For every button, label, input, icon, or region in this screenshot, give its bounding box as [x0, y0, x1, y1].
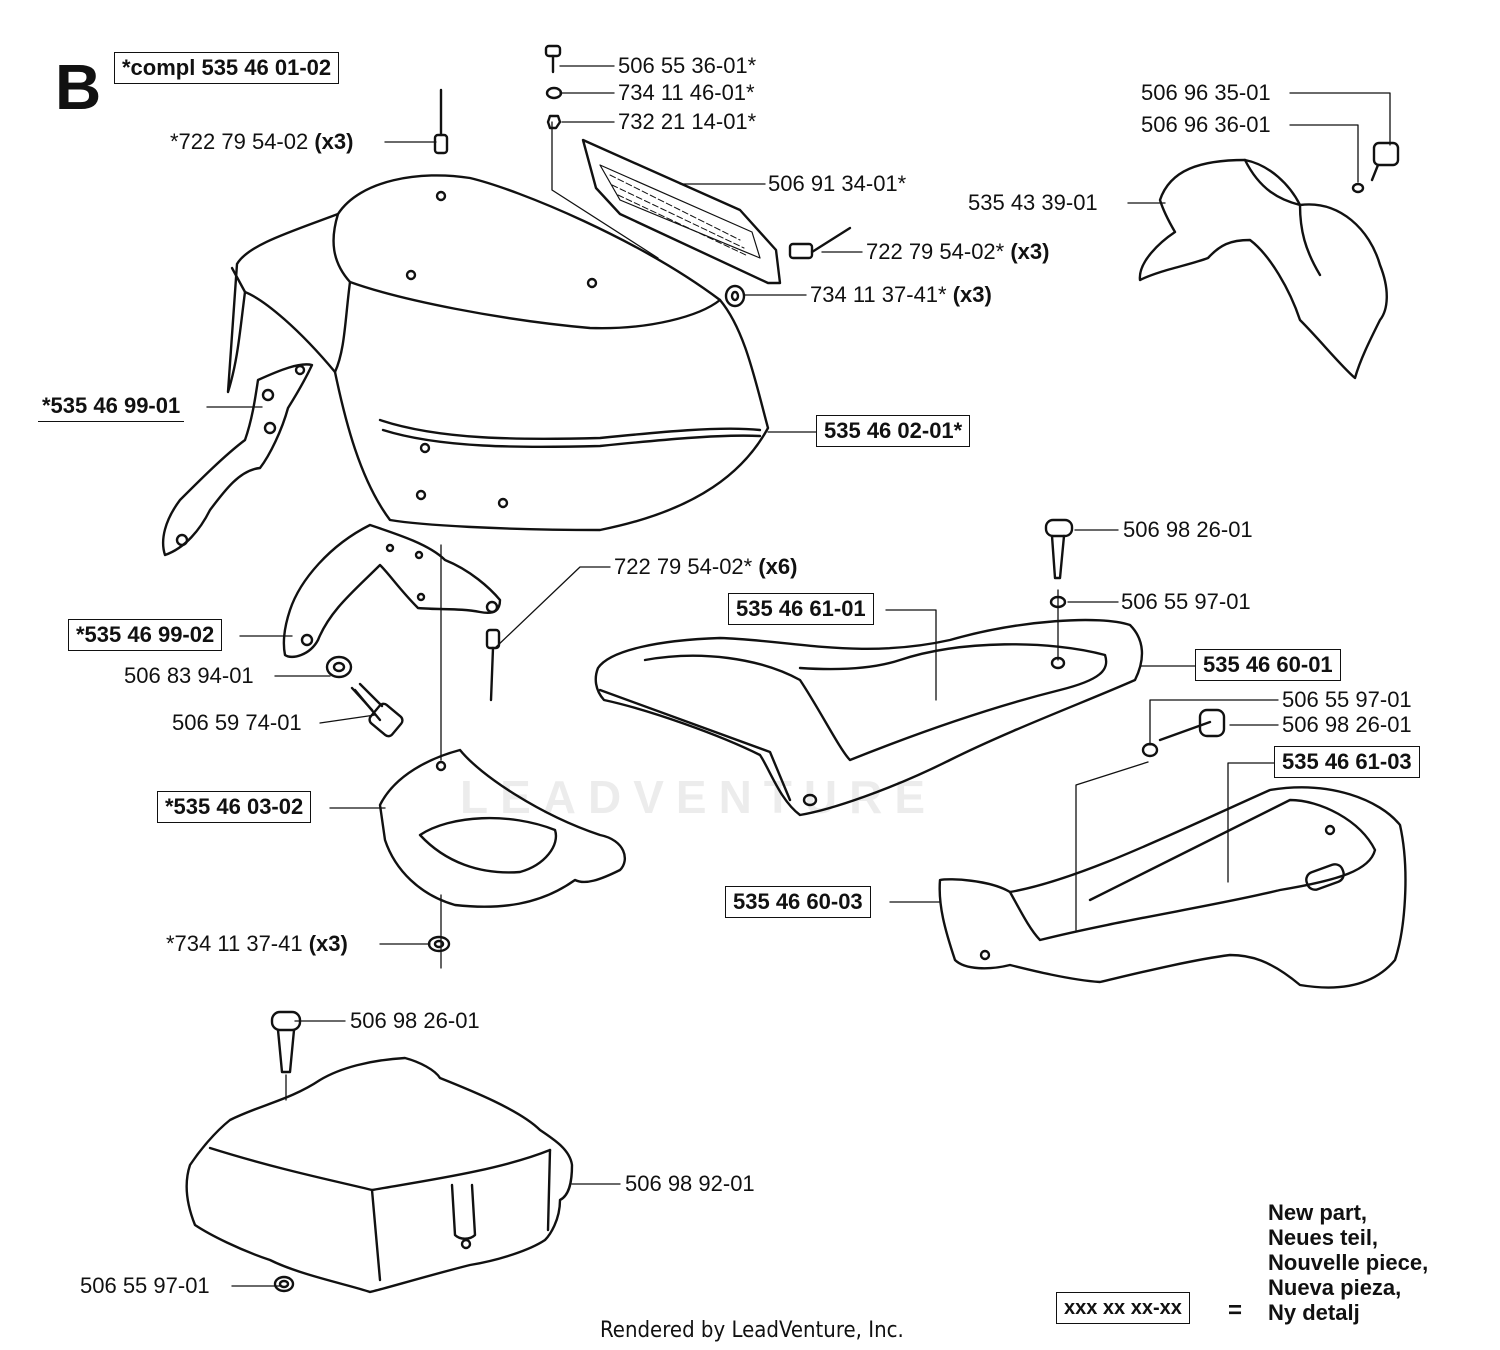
legend-line: New part,: [1268, 1200, 1368, 1225]
callout-506-55-97-01-mid[interactable]: 506 55 97-01: [1282, 687, 1412, 712]
callout-535-46-61-01[interactable]: 535 46 61-01: [728, 593, 874, 625]
callout-506-55-97-01-box[interactable]: 506 55 97-01: [80, 1273, 210, 1298]
washer-55-97-seat: [1049, 595, 1067, 609]
seat-panel-61-01: [594, 618, 1144, 817]
washer-96-36: [1351, 182, 1365, 194]
legend-line: Nouvelle piece,: [1268, 1250, 1429, 1275]
rivet-grille: [788, 226, 852, 260]
watermark: LEADVENTURE: [460, 771, 938, 823]
callout-506-96-36-01[interactable]: 506 96 36-01: [1141, 112, 1271, 137]
screw-98-26-seat: [1044, 518, 1074, 580]
legend-line: Ny detalj: [1268, 1300, 1360, 1325]
callout-535-46-60-01[interactable]: 535 46 60-01: [1195, 649, 1341, 681]
callout-506-98-26-01-box[interactable]: 506 98 26-01: [350, 1008, 480, 1033]
callout-535-46-03-02[interactable]: *535 46 03-02: [157, 791, 312, 823]
washer-83-94: [325, 655, 353, 679]
screw-98-26-mid: [1158, 708, 1226, 742]
washer-46-01: [545, 86, 563, 100]
washer-55-97-box: [273, 1275, 295, 1293]
grille-91-34: [581, 138, 782, 285]
legend-text: New part, Neues teil, Nouvelle piece, Nu…: [1268, 1200, 1428, 1325]
bolt-59-74: [350, 682, 404, 738]
legend-equals: =: [1228, 1297, 1243, 1324]
screw-55-36: [544, 44, 562, 74]
hood-cover: [226, 174, 770, 532]
assembly-label[interactable]: *compl 535 46 01-02: [114, 52, 340, 84]
cup-03-02: [378, 748, 626, 908]
washer-bottom: [427, 935, 451, 953]
legend-line: Neues teil,: [1268, 1225, 1379, 1250]
callout-734-11-37-41-grille[interactable]: 734 11 37-41* (x3): [810, 282, 992, 307]
callout-506-55-36-01[interactable]: 506 55 36-01*: [618, 53, 757, 78]
callout-535-46-61-03[interactable]: 535 46 61-03: [1274, 746, 1420, 778]
callout-722-79-54-02-x6[interactable]: 722 79 54-02* (x6): [614, 554, 798, 579]
callout-535-46-60-03[interactable]: 535 46 60-03: [725, 886, 871, 918]
callout-535-46-99-01[interactable]: *535 46 99-01: [38, 391, 185, 422]
callout-535-46-99-02[interactable]: *535 46 99-02: [68, 619, 223, 651]
callout-535-46-02-01[interactable]: 535 46 02-01*: [816, 415, 971, 447]
legend-line: Nueva pieza,: [1268, 1275, 1402, 1300]
left-bracket-99-01: [161, 363, 314, 557]
bolt-96-35: [1370, 141, 1400, 182]
rivet-x6: [485, 628, 501, 702]
section-letter: B: [55, 51, 102, 123]
callout-734-11-46-01[interactable]: 734 11 46-01*: [618, 80, 755, 105]
seat-panel-61-03: [938, 786, 1407, 989]
washer-grille: [724, 284, 746, 308]
callout-506-55-97-01-seat[interactable]: 506 55 97-01: [1121, 589, 1251, 614]
callout-506-91-34-01[interactable]: 506 91 34-01*: [768, 171, 907, 196]
screw-98-26-box: [270, 1010, 302, 1074]
callout-506-98-26-01-mid[interactable]: 506 98 26-01: [1282, 712, 1412, 737]
battery-box-98-92: [185, 1056, 574, 1294]
callout-535-43-39-01[interactable]: 535 43 39-01: [968, 190, 1098, 215]
callout-722-79-54-02-grille[interactable]: 722 79 54-02* (x3): [866, 239, 1050, 264]
callout-506-96-35-01[interactable]: 506 96 35-01: [1141, 80, 1271, 105]
callout-506-59-74-01[interactable]: 506 59 74-01: [172, 710, 302, 735]
callout-722-79-54-02-top[interactable]: *722 79 54-02 (x3): [170, 129, 354, 154]
callout-734-11-37-41-bottom[interactable]: *734 11 37-41 (x3): [166, 931, 348, 956]
callout-506-83-94-01[interactable]: 506 83 94-01: [124, 663, 254, 688]
callout-732-21-14-01[interactable]: 732 21 14-01*: [618, 109, 757, 134]
callout-506-98-92-01[interactable]: 506 98 92-01: [625, 1171, 755, 1196]
leader-lines: [206, 65, 1391, 1287]
washer-55-97-mid: [1141, 742, 1159, 758]
bracket-99-02: [282, 523, 502, 659]
guard-43-39: [1138, 158, 1388, 380]
callout-506-98-26-01-seat[interactable]: 506 98 26-01: [1123, 517, 1253, 542]
nut-14-01: [546, 114, 562, 130]
rivet-top: [433, 88, 449, 155]
footer-credit: Rendered by LeadVenture, Inc.: [600, 1318, 904, 1343]
legend-symbol: xxx xx xx-xx: [1056, 1292, 1190, 1324]
